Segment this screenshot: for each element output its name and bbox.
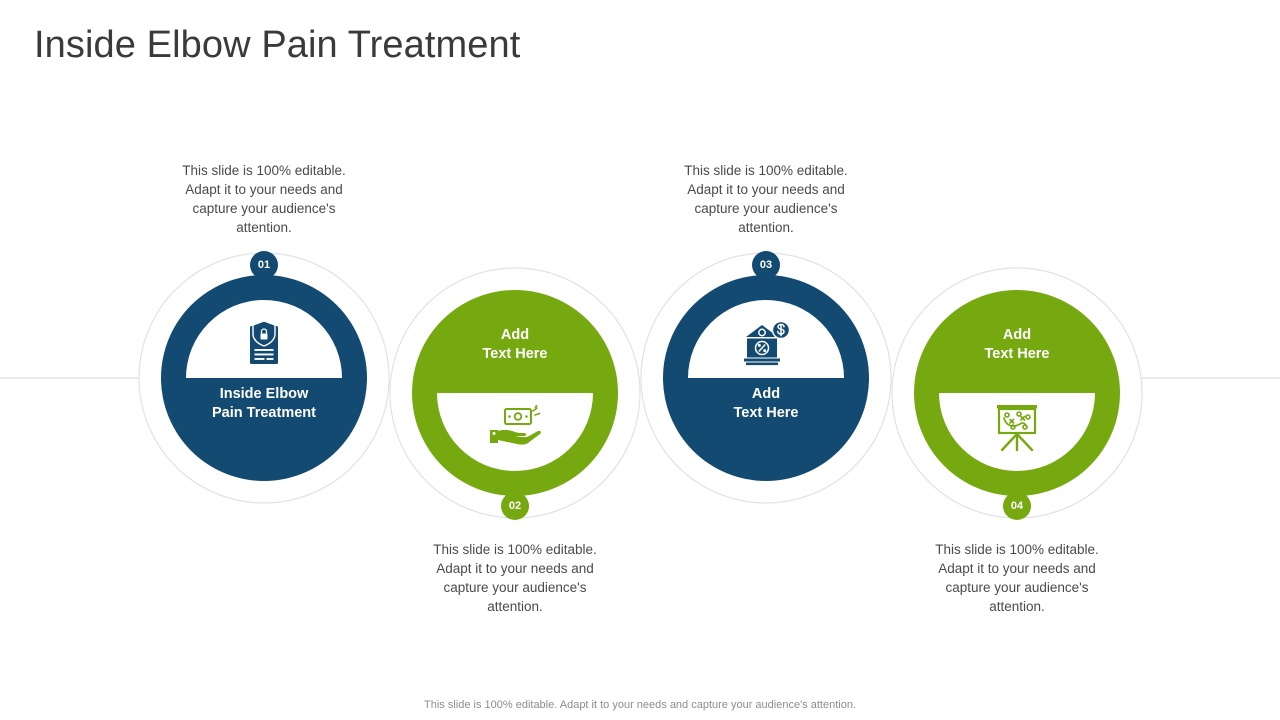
stage-label-line1-01: Inside Elbow <box>219 386 309 402</box>
stage-label-line1-03: Add <box>751 386 781 402</box>
stage-label-line1-02: Add <box>500 327 530 343</box>
stage-description-03: This slide is 100% editable. Adapt it to… <box>684 163 848 235</box>
stage-description-02: This slide is 100% editable. Adapt it to… <box>433 542 597 614</box>
stage-circle-03[interactable]: 03 Add Text Here <box>663 251 869 481</box>
stage-circle-04[interactable]: 04 Add Text Here <box>914 290 1120 520</box>
stage-description-04: This slide is 100% editable. Adapt it to… <box>935 542 1099 614</box>
stage-description-01: This slide is 100% editable. Adapt it to… <box>182 163 346 235</box>
stage-label-line2-01: Pain Treatment <box>212 405 316 421</box>
page-title: Inside Elbow Pain Treatment <box>34 24 521 66</box>
footer-note: This slide is 100% editable. Adapt it to… <box>424 699 856 711</box>
bank-percent-dollar-icon <box>663 303 869 385</box>
stage-circle-01[interactable]: 01 Inside Elbow Pain Treatment <box>161 251 367 481</box>
strategy-board-icon <box>914 386 1120 468</box>
stage-label-03: Add Text Here <box>677 385 855 423</box>
stage-label-line1-04: Add <box>1002 327 1032 343</box>
stage-badge-01[interactable]: 01 <box>250 251 278 279</box>
stage-label-line2-02: Text Here <box>482 346 548 362</box>
stage-badge-02[interactable]: 02 <box>501 492 529 520</box>
stage-badge-stem-01 <box>262 273 266 285</box>
clipboard-shield-lock-icon <box>161 303 367 385</box>
stage-circle-02[interactable]: 02 Add Text Here <box>412 290 618 520</box>
stage-label-line2-03: Text Here <box>733 405 799 421</box>
hand-holding-money-icon <box>412 386 618 468</box>
stage-badge-04[interactable]: 04 <box>1003 492 1031 520</box>
stage-label-01: Inside Elbow Pain Treatment <box>175 385 353 423</box>
stage-label-02: Add Text Here <box>426 326 604 364</box>
stage-badge-03[interactable]: 03 <box>752 251 780 279</box>
stage-badge-stem-03 <box>764 273 768 285</box>
stage-label-line2-04: Text Here <box>984 346 1050 362</box>
stage-label-04: Add Text Here <box>928 326 1106 364</box>
